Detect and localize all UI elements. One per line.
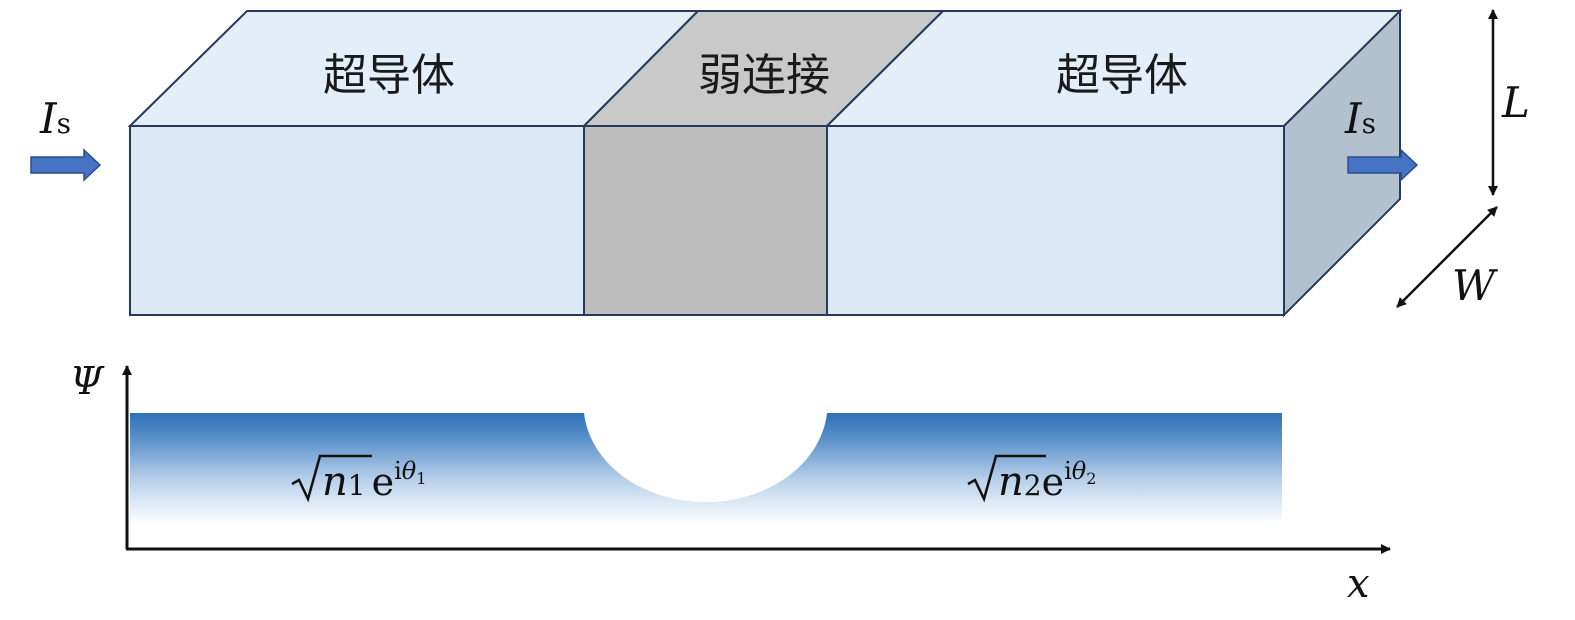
x-axis-label: x: [1347, 561, 1370, 607]
right-superconductor-front-face: [826, 125, 1285, 316]
left-superconductor-label: 超导体: [323, 50, 455, 101]
weak-link-front-face: [583, 125, 828, 316]
left-superconductor-front-face: [129, 125, 585, 316]
length-label: L: [1501, 78, 1530, 127]
input-current-label: Is: [39, 94, 71, 143]
weak-link-label: 弱连接: [698, 50, 830, 101]
output-current-label: Is: [1344, 94, 1376, 143]
right-superconductor-label: 超导体: [1056, 50, 1188, 101]
sqrt-symbol-icon: [967, 454, 1046, 503]
width-dimension: W: [1396, 206, 1499, 310]
right-wavefunction-expression: n2eiθ2: [967, 454, 1096, 505]
wavefunction-profile: [130, 413, 1282, 524]
sqrt-symbol-icon: [291, 454, 372, 503]
output-current: Is: [1344, 94, 1419, 182]
width-arrow-icon: [1396, 206, 1498, 308]
input-current-arrow-icon: [30, 148, 102, 182]
output-current-arrow-icon: [1347, 148, 1419, 182]
width-label: W: [1452, 261, 1499, 310]
y-axis-label: Ψ: [70, 359, 105, 403]
length-dimension: L: [1488, 9, 1530, 196]
superconductor-bar: 超导体 弱连接 超导体: [127, 8, 1403, 318]
input-current: Is: [30, 94, 102, 182]
right-expr-text: n2eiθ2: [998, 457, 1096, 505]
